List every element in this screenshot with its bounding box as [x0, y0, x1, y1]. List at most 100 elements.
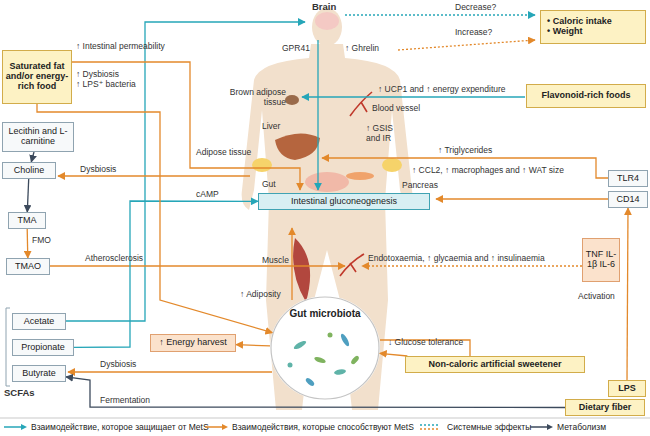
connector-label: Activation — [578, 292, 615, 302]
process-box: Flavonoid-rich foods — [526, 84, 646, 108]
annotation-label: Brown adipose tissue — [224, 88, 286, 107]
node-text: LPS — [618, 384, 636, 394]
annotation-label: Blood vessel — [372, 104, 432, 114]
process-box: TNF IL-1β IL-6 — [582, 238, 620, 282]
circle-border — [271, 297, 379, 399]
legend-arrow — [547, 424, 553, 430]
process-box: Lecithin and L-carnitine — [2, 122, 74, 152]
legend-line — [420, 424, 440, 425]
annotation-label: Muscle — [262, 256, 298, 266]
node-text: Non-caloric artificial sweetener — [428, 360, 561, 370]
node-text: TMAO — [15, 262, 41, 272]
bacterium — [334, 368, 347, 375]
connector — [31, 152, 34, 162]
bacterium — [328, 333, 333, 338]
blood-vessel — [340, 92, 372, 276]
node-text: Saturated fat and/or energy-rich food — [5, 62, 69, 92]
process-box: Acetate — [12, 313, 66, 330]
annotation-label: ↑ CCL2, ↑ macrophages and ↑ WAT size — [412, 166, 588, 176]
bacteria — [288, 333, 361, 388]
node-text: Lecithin and L-carnitine — [5, 127, 71, 147]
annotation-label: Brain — [312, 2, 352, 13]
connector — [66, 377, 565, 408]
legend-sample — [205, 422, 229, 432]
node-text: Butyrate — [22, 369, 56, 379]
annotation-label: Atherosclerosis — [85, 254, 165, 264]
node-text: Acetate — [24, 317, 55, 327]
dysbiosis-line — [68, 371, 272, 372]
connector-label: Fermentation — [100, 396, 150, 406]
legend-text: Метаболизм — [557, 423, 606, 432]
legend-line — [420, 428, 440, 429]
increase-line — [398, 40, 535, 50]
adiposity-line — [291, 228, 292, 300]
annotation-label: Dysbiosis — [80, 165, 130, 175]
tlr4-line — [322, 158, 608, 178]
annotation-label: ↑ UCP1 and ↑ energy expenditure — [378, 85, 524, 95]
node-text: ↑ Energy harvest — [159, 338, 227, 348]
node-text: TNF IL-1β IL-6 — [585, 250, 617, 270]
node-text: • Weight — [547, 27, 582, 37]
adipose-organ — [382, 158, 402, 172]
node-text: Gut microbiota — [289, 308, 360, 319]
adipose-organ — [252, 158, 272, 172]
muscle-organ — [293, 238, 310, 302]
connector — [627, 208, 628, 380]
bacterium — [350, 355, 360, 366]
bacterium — [293, 339, 308, 350]
annotation-label: ↓ Glucose tolerance — [388, 338, 488, 348]
microbiota-fill — [270, 296, 380, 400]
annotation-label: ↑ Ghrelin — [345, 44, 395, 54]
annotation-label: Adipose tissue — [196, 148, 266, 158]
microbiota-circle: Gut microbiota — [270, 296, 380, 400]
permeability-line — [72, 62, 300, 190]
annotation-label: Decrease? — [455, 3, 515, 13]
legend-arrow — [222, 424, 228, 430]
process-box: CD14 — [608, 191, 648, 208]
process-box: ↑ Energy harvest — [150, 334, 236, 352]
brown-adipose-organ — [285, 95, 299, 105]
annotation-label: GPR41 — [282, 44, 318, 54]
process-box: Intestinal gluconeogenesis — [258, 193, 430, 210]
legend-rule — [0, 418, 650, 419]
node-text: Flavonoid-rich foods — [542, 91, 631, 101]
bacterium — [339, 333, 350, 348]
annotation-label: Gut — [262, 180, 287, 190]
annotation-label: ↑ Triglycerides — [438, 146, 518, 156]
bacterium — [288, 363, 293, 368]
connector-label: cAMP — [196, 190, 219, 200]
scfa-bracket — [6, 308, 10, 386]
annotation-label: SCFAs — [4, 388, 44, 399]
node-text: Dietary fiber — [579, 403, 632, 413]
legend-text: Взаимодействие, которое защищает от MetS — [31, 423, 209, 432]
annotation-label: Liver — [262, 122, 292, 132]
connector — [74, 201, 258, 347]
connector — [236, 345, 270, 346]
legend-sample — [420, 422, 444, 432]
annotation-label: ↑ LPS⁺ bacteria — [76, 80, 161, 90]
ucp1-line — [302, 96, 525, 97]
node-text: Intestinal gluconeogenesis — [291, 197, 397, 207]
legend-arrow — [21, 424, 27, 430]
node-text: • Caloric intake — [547, 17, 612, 27]
bacterium — [314, 356, 327, 365]
atherosclerosis-line — [50, 265, 345, 266]
process-box: Dietary fiber — [565, 399, 645, 416]
node-text: Choline — [14, 166, 45, 176]
connector — [380, 353, 408, 356]
gpr41-line — [317, 40, 318, 190]
legend-text: Системные эффекты — [447, 423, 531, 432]
annotation-label: Endotoxaemia, ↑ glycaemia and ↑ insulina… — [368, 254, 580, 264]
brain-organ — [315, 12, 339, 30]
node-text: TMA — [18, 216, 37, 226]
decrease-line — [345, 14, 535, 15]
annotation-label: Increase? — [455, 28, 515, 38]
head — [312, 8, 342, 46]
scfa-to-brain-line — [66, 22, 305, 321]
process-box: TMA — [8, 212, 46, 229]
bacterium — [305, 377, 316, 387]
cd14-line — [436, 198, 608, 199]
node-text: Propionate — [21, 343, 65, 353]
annotation-label: Pancreas — [402, 181, 447, 191]
